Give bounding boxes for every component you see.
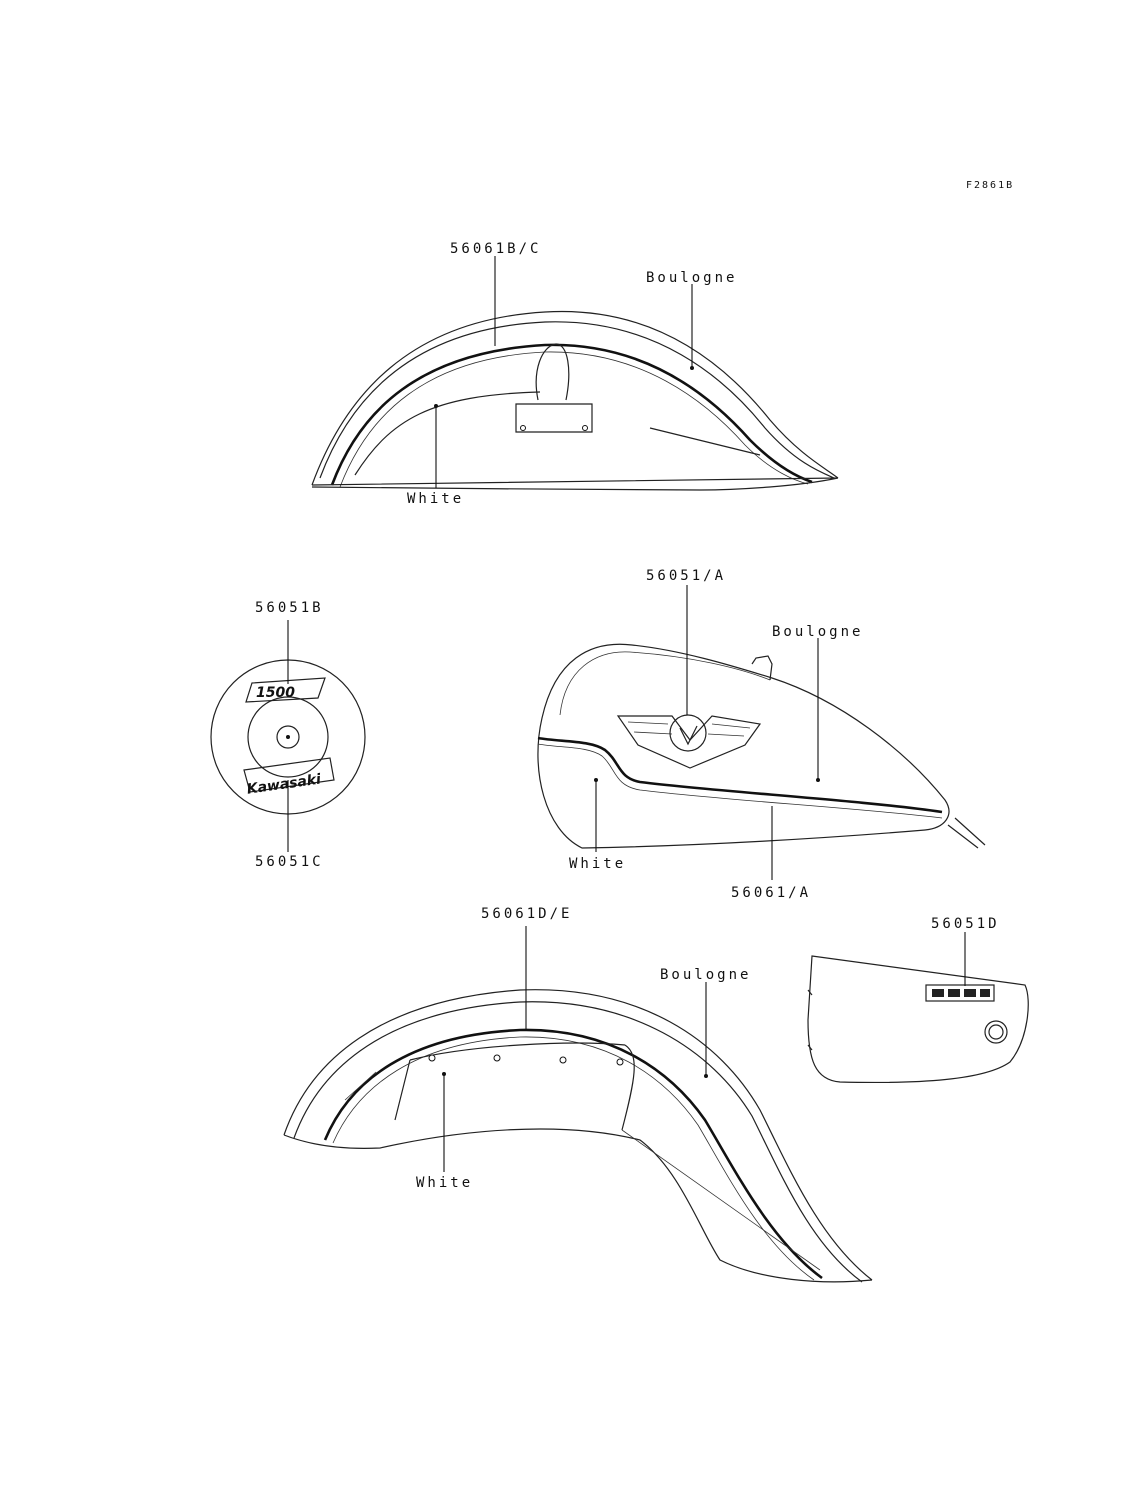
rear-fender-bolt-3 [559, 1056, 567, 1064]
front-fender-stripe [330, 343, 813, 486]
front-fender-color-top: Boulogne [646, 270, 737, 286]
front-fender-color-bottom: White [407, 491, 464, 507]
rear-fender-outer-rim [293, 1001, 863, 1283]
emblem-bottom-badge [243, 757, 335, 793]
emblem-inner-ring [247, 696, 329, 778]
fuel-tank-tail [947, 817, 986, 849]
emblem-hub [276, 725, 300, 749]
fuel-tank-cap [751, 655, 773, 681]
fuel-tank-color-bottom: White [569, 856, 626, 872]
front-fender-outer-rim [319, 321, 835, 479]
emblem-top-label: 56051B [255, 600, 324, 616]
fuel-tank-emblem-medallion [669, 714, 707, 752]
rear-fender-color-bottom: White [416, 1175, 473, 1191]
rear-fender-skirt-line [344, 1071, 821, 1271]
front-fender-white-point [434, 404, 438, 408]
rear-fender-white-point [442, 1072, 446, 1076]
fuel-tank-emblem-v [679, 725, 698, 746]
side-cover-grommet-inner [988, 1024, 1004, 1040]
emblem-top-badge [245, 677, 326, 703]
front-fender-part-label: 56061B/C [450, 241, 541, 257]
emblem: 1500 Kawasaki 56051B 56051C [210, 600, 366, 870]
rear-fender-boulogne-point [704, 1074, 708, 1078]
fuel-tank-stripe-label: 56061/A [731, 885, 811, 901]
rear-fender-bolt-4 [616, 1058, 624, 1066]
rear-fender-outer-edge [283, 989, 873, 1281]
fuel-tank-highlight [559, 651, 771, 716]
side-cover-badge [925, 984, 995, 1002]
front-fender-bottom [311, 486, 701, 491]
fuel-tank-color-top: Boulogne [772, 624, 863, 640]
fuel-tank-stripe-inner [537, 743, 943, 819]
rear-fender-bolt-2 [493, 1054, 501, 1062]
side-cover: 56051D [807, 916, 1029, 1084]
fuel-tank-emblem-feathers [627, 721, 751, 737]
rear-fender-stripe [323, 1028, 823, 1280]
front-fender-mount [515, 343, 593, 433]
front-fender-skirt [311, 427, 839, 491]
rear-fender-part-label: 56061D/E [481, 906, 572, 922]
front-fender-bolt-right [582, 425, 588, 431]
figure-code: F2861B [966, 180, 1014, 191]
fuel-tank-outline [537, 643, 950, 849]
rear-fender-bolt-1 [428, 1054, 436, 1062]
fuel-tank-white-point [594, 778, 598, 782]
side-cover-badge-block-1 [932, 989, 944, 997]
front-fender-stripe-inner [339, 351, 809, 488]
front-fender-boulogne-point [690, 366, 694, 370]
emblem-bottom-label: 56051C [255, 854, 324, 870]
rear-fender: 56061D/E Boulogne White [283, 906, 873, 1283]
fuel-tank-emblem-wing [616, 715, 762, 769]
front-fender-outer-edge [311, 310, 839, 486]
fuel-tank-emblem-label: 56051/A [646, 568, 726, 584]
front-fender-bolt-left [520, 425, 526, 431]
emblem-badge-bottom-text: Kawasaki [246, 771, 322, 797]
side-cover-part-label: 56051D [931, 916, 1000, 932]
fuel-tank: 56051/A Boulogne White 56061/A [537, 568, 986, 901]
rear-fender-stripe-inner [332, 1036, 815, 1281]
side-cover-badge-block-3 [964, 989, 976, 997]
side-cover-tabs [807, 989, 813, 1051]
fuel-tank-stripe [537, 736, 943, 814]
rear-fender-underside [283, 1128, 873, 1283]
side-cover-grommet-outer [984, 1020, 1008, 1044]
side-cover-badge-block-4 [980, 989, 990, 997]
emblem-center [286, 735, 290, 739]
front-fender: 56061B/C Boulogne White [311, 241, 839, 507]
side-cover-outline [807, 955, 1029, 1084]
front-fender-inner-edge [354, 391, 541, 476]
fuel-tank-boulogne-point [816, 778, 820, 782]
side-cover-badge-block-2 [948, 989, 960, 997]
rear-fender-color-top: Boulogne [660, 967, 751, 983]
emblem-badge-top-text: 1500 [256, 685, 295, 701]
